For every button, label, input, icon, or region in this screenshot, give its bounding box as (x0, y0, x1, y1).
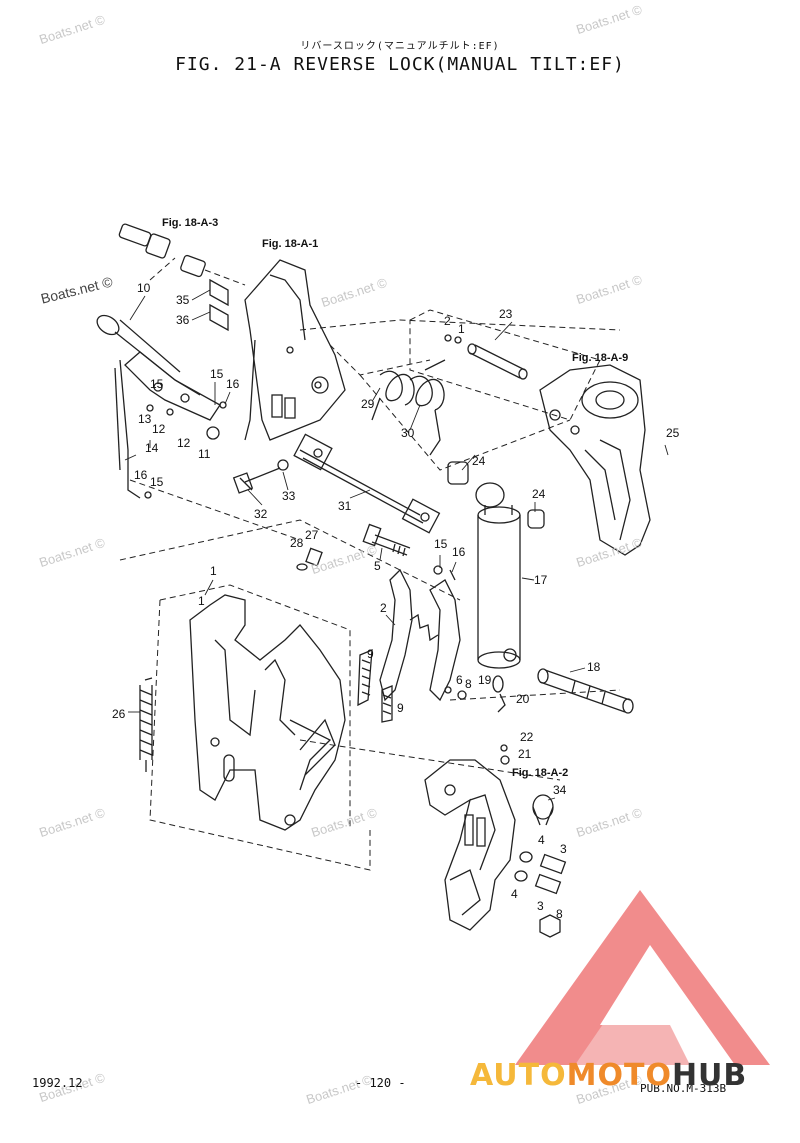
svg-text:24: 24 (532, 487, 546, 501)
svg-text:9: 9 (397, 701, 404, 715)
svg-text:1: 1 (198, 594, 205, 608)
tilt-shaft (537, 668, 634, 714)
svg-text:15: 15 (150, 377, 164, 391)
screw-washer (296, 547, 323, 571)
svg-text:26: 26 (112, 707, 126, 721)
connecting-rod (232, 433, 441, 534)
ref-fig-18a9: Fig. 18-A-9 (572, 352, 628, 364)
footer-publication-number: PUB.NO.M-313B (640, 1082, 727, 1095)
svg-text:11: 11 (198, 447, 211, 461)
svg-text:1: 1 (210, 564, 217, 578)
collar-pieces (209, 278, 229, 332)
pin-clip (492, 675, 506, 713)
svg-text:20: 20 (516, 692, 530, 706)
japanese-title: リバースロック(マニュアルチルト:EF) (300, 41, 500, 52)
svg-text:32: 32 (254, 507, 268, 521)
pin-shaft (444, 334, 528, 380)
svg-text:18: 18 (587, 660, 601, 674)
svg-text:33: 33 (282, 489, 296, 503)
brand-part-auto: AUTO (470, 1058, 567, 1093)
svg-text:35: 35 (176, 293, 190, 307)
figure-title: FIG. 21-A REVERSE LOCK(MANUAL TILT:EF) (175, 54, 625, 75)
svg-text:14: 14 (145, 441, 159, 455)
svg-text:2: 2 (444, 314, 451, 328)
svg-text:15: 15 (150, 475, 164, 489)
svg-text:2: 2 (380, 601, 387, 615)
ref-fig-18a1: Fig. 18-A-1 (262, 238, 318, 250)
clamp-bracket (244, 259, 346, 441)
svg-text:21: 21 (518, 747, 532, 761)
bolt-long (362, 523, 411, 557)
lower-clamp-bracket (424, 759, 516, 931)
svg-text:4: 4 (538, 833, 545, 847)
torsion-springs (371, 359, 446, 456)
extension-spring (139, 677, 153, 772)
svg-text:12: 12 (152, 422, 166, 436)
brand-part-moto: MOTO (566, 1058, 672, 1093)
callout-labels: 10 35 36 15 16 15 13 12 12 11 14 16 15 2… (112, 281, 680, 921)
svg-text:24: 24 (472, 454, 486, 468)
reverse-lock-hooks (357, 565, 467, 723)
lever-bracket (114, 351, 227, 499)
bushings (447, 461, 545, 529)
leader-lines (124, 289, 669, 801)
guide-lines (119, 257, 621, 871)
swivel-bracket (539, 364, 651, 556)
svg-text:27: 27 (305, 528, 319, 542)
tilt-cylinder (475, 482, 521, 669)
footer-date: 1992.12 (32, 1076, 83, 1090)
grommet-bolt (118, 223, 206, 278)
figure-references: Fig. 18-A-3 Fig. 18-A-1 Fig. 18-A-9 Fig.… (162, 217, 628, 779)
svg-text:9: 9 (367, 647, 374, 661)
svg-text:23: 23 (499, 307, 513, 321)
svg-text:3: 3 (537, 899, 544, 913)
svg-text:36: 36 (176, 313, 190, 327)
footer-page-number: - 120 - (355, 1076, 406, 1090)
svg-text:4: 4 (511, 887, 518, 901)
svg-text:13: 13 (138, 412, 152, 426)
svg-text:19: 19 (478, 673, 492, 687)
svg-text:16: 16 (134, 468, 148, 482)
svg-text:25: 25 (666, 426, 680, 440)
svg-text:15: 15 (210, 367, 224, 381)
svg-text:16: 16 (226, 377, 240, 391)
brand-logo-mark (515, 890, 770, 1065)
svg-text:30: 30 (401, 426, 415, 440)
svg-text:17: 17 (534, 573, 548, 587)
svg-text:3: 3 (560, 842, 567, 856)
svg-text:28: 28 (290, 536, 304, 550)
svg-text:34: 34 (553, 783, 567, 797)
svg-text:16: 16 (452, 545, 466, 559)
svg-text:22: 22 (520, 730, 534, 744)
brand-part-hub: HUB (671, 1058, 748, 1093)
svg-text:8: 8 (465, 677, 472, 691)
svg-text:1: 1 (458, 322, 465, 336)
svg-text:12: 12 (177, 436, 191, 450)
svg-text:6: 6 (456, 673, 463, 687)
svg-text:5: 5 (374, 559, 381, 573)
ref-fig-18a2: Fig. 18-A-2 (512, 767, 568, 779)
svg-text:29: 29 (361, 397, 375, 411)
svg-text:15: 15 (434, 537, 448, 551)
svg-text:31: 31 (338, 499, 352, 513)
stern-bracket (189, 594, 346, 831)
lower-fasteners (500, 744, 567, 938)
svg-text:8: 8 (556, 907, 563, 921)
ref-fig-18a3: Fig. 18-A-3 (162, 217, 218, 229)
svg-text:10: 10 (137, 281, 151, 295)
brand-wordmark: AUTOMOTOHUB (470, 1058, 747, 1093)
